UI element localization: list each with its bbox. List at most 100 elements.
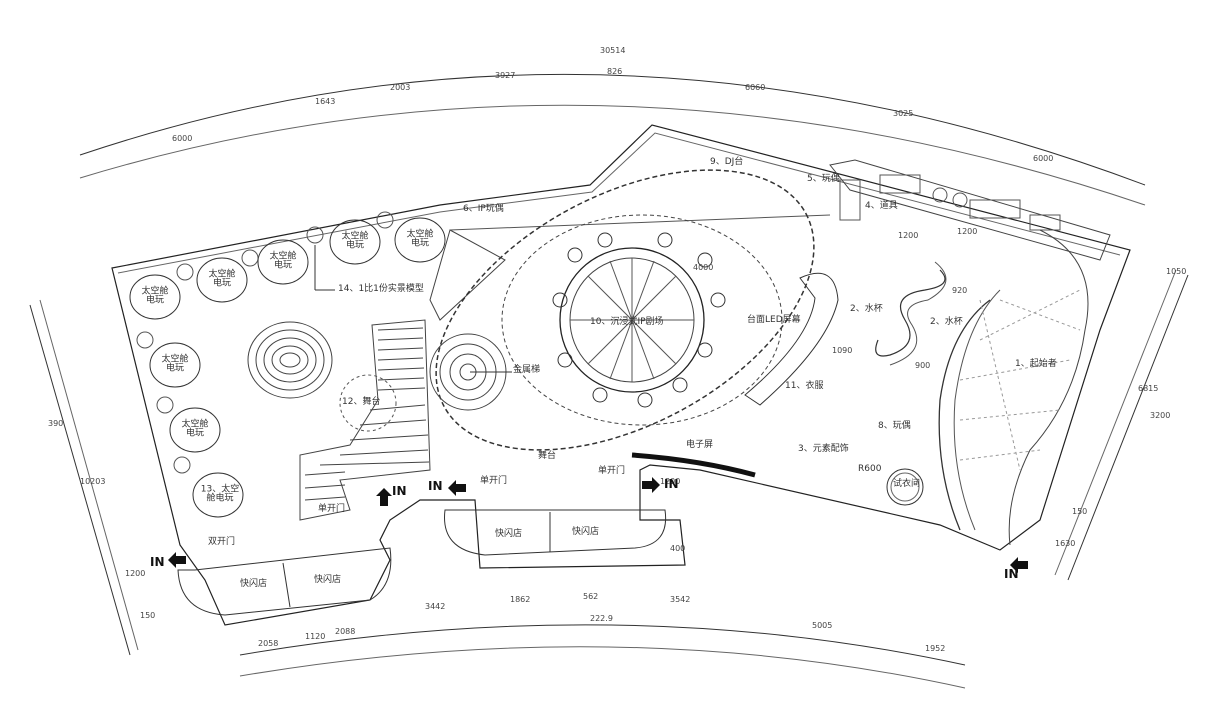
stage-steps: [300, 320, 430, 520]
stair-label: 金属梯: [513, 365, 541, 375]
top-dim-0: 6000: [172, 134, 193, 143]
entrance-label: IN: [392, 484, 407, 498]
inner-dim-1: 1200: [957, 227, 978, 236]
central-oval: [390, 112, 860, 508]
bottom-dimension-arc: [240, 625, 965, 665]
zone-6-label: 6、IP玩偶: [463, 204, 504, 214]
shop-label: 快闪店: [495, 529, 523, 539]
small-circles: [137, 212, 393, 473]
pod-label: 太空舱电玩: [161, 354, 189, 374]
top-dim-4: 826: [607, 67, 623, 76]
spiral-installation: [248, 322, 332, 398]
capsule-pods: [130, 218, 445, 517]
single-door-label: 单开门: [480, 476, 508, 486]
left-dim-2: 1200: [125, 569, 146, 578]
ip-zone-wall: [430, 230, 505, 320]
led-counter: [745, 273, 838, 405]
r600-label: R600: [858, 464, 882, 474]
pod-label: 太空舱电玩: [141, 286, 169, 306]
right-dim-1: 6815: [1138, 384, 1159, 393]
bottom-dim-7: 5005: [812, 621, 833, 630]
left-dim-0: 390: [48, 419, 64, 428]
zone-1-label: 1、起始者: [1015, 359, 1057, 369]
stage-label: 舞台: [538, 451, 557, 461]
left-dimension-line-inner: [40, 300, 138, 650]
pod-label: 太空舱电玩: [341, 231, 369, 251]
pod-label: 太空舱电玩: [269, 251, 297, 271]
zone-5-label: 5、玩偶: [807, 174, 840, 184]
led-label: 台面LED屏幕: [747, 315, 801, 325]
right-dim-3: 150: [1072, 507, 1088, 516]
zone-13-label: 13、太空舱电玩: [200, 484, 240, 504]
shelf-items: [840, 175, 1060, 230]
left-dim-3: 150: [140, 611, 156, 620]
zone-11-label: 11、衣服: [785, 381, 824, 391]
zone-12-label: 12、舞台: [342, 397, 381, 407]
zone-4-label: 4、道具: [865, 201, 898, 211]
bottom-dim-5: 562: [583, 592, 599, 601]
display-curve: [939, 300, 990, 530]
zone-8-label: 8、玩偶: [878, 421, 911, 431]
left-dimension-line: [30, 305, 130, 655]
entrance-arrows: [168, 477, 1028, 573]
zone-10-label: 10、沉浸式IP剧场: [590, 317, 664, 327]
electronic-screen: [632, 455, 755, 475]
top-total-dimension: 30514: [600, 46, 626, 55]
right-dim-2: 3200: [1150, 411, 1171, 420]
popup-shops: [178, 510, 666, 615]
zone-9-label: 9、DJ台: [710, 157, 744, 167]
entrance-label: IN: [1004, 567, 1019, 581]
zone-3-label: 3、元素配饰: [798, 444, 849, 454]
dashed-rays: [960, 290, 1080, 470]
top-dim-1: 1643: [315, 97, 336, 106]
bottom-dim-2: 2088: [335, 627, 356, 636]
bottom-total-dimension: 222.9: [590, 614, 613, 623]
zone-2b-label: 2、水杯: [930, 317, 963, 327]
bottom-dim-8: 1952: [925, 644, 946, 653]
bottom-dim-4: 1862: [510, 595, 531, 604]
inner-dim-5: 4000: [693, 263, 714, 272]
inner-dim-3: 1090: [832, 346, 853, 355]
pod-label: 太空舱电玩: [208, 269, 236, 289]
right-shelf: [830, 160, 1110, 260]
top-dim-2: 2003: [390, 83, 411, 92]
pillars: [553, 233, 725, 407]
fitting-room-label: 试衣间: [893, 479, 921, 489]
pod-label: 太空舱电玩: [406, 229, 434, 249]
shop-label: 快闪店: [572, 527, 600, 537]
top-dim-3: 3927: [495, 71, 516, 80]
left-dim-1: 10203: [80, 477, 106, 486]
bottom-dim-0: 2058: [258, 639, 279, 648]
top-dim-7: 6000: [1033, 154, 1054, 163]
screen-label: 电子屏: [686, 440, 714, 450]
inner-dim-2: 920: [952, 286, 968, 295]
entrance-label: IN: [428, 479, 443, 493]
top-dim-5: 6060: [745, 83, 766, 92]
top-dimension-arc-inner: [80, 105, 1145, 205]
entrance-label: IN: [150, 555, 165, 569]
top-dimension-arc: [80, 74, 1145, 185]
theatre-circle: [560, 248, 704, 392]
bottom-dimension-arc-inner: [240, 647, 965, 688]
bottom-dim-6: 3542: [670, 595, 691, 604]
right-dimension-line: [1068, 275, 1188, 580]
top-dim-6: 3025: [893, 109, 914, 118]
single-door-label: 单开门: [598, 466, 626, 476]
inner-dim-6: 1200: [660, 477, 681, 486]
fitting-room: [887, 469, 923, 505]
building-outline: [112, 125, 1130, 625]
right-dimension-line-inner: [1055, 270, 1176, 575]
pod-label: 太空舱电玩: [181, 419, 209, 439]
inner-dim-4: 900: [915, 361, 931, 370]
stage-circle: [340, 375, 396, 431]
zone-14-label: 14、1比1份实景模型: [338, 284, 424, 294]
bottom-dim-1: 1120: [305, 632, 326, 641]
ring-wall: [1009, 230, 1088, 545]
middle-ring: [502, 215, 782, 425]
inner-dim-7: 400: [670, 544, 686, 553]
right-dim-4: 1630: [1055, 539, 1076, 548]
bottom-dim-3: 3442: [425, 602, 446, 611]
door-label: 单开门: [318, 504, 346, 514]
double-door-label: 双开门: [208, 537, 236, 547]
